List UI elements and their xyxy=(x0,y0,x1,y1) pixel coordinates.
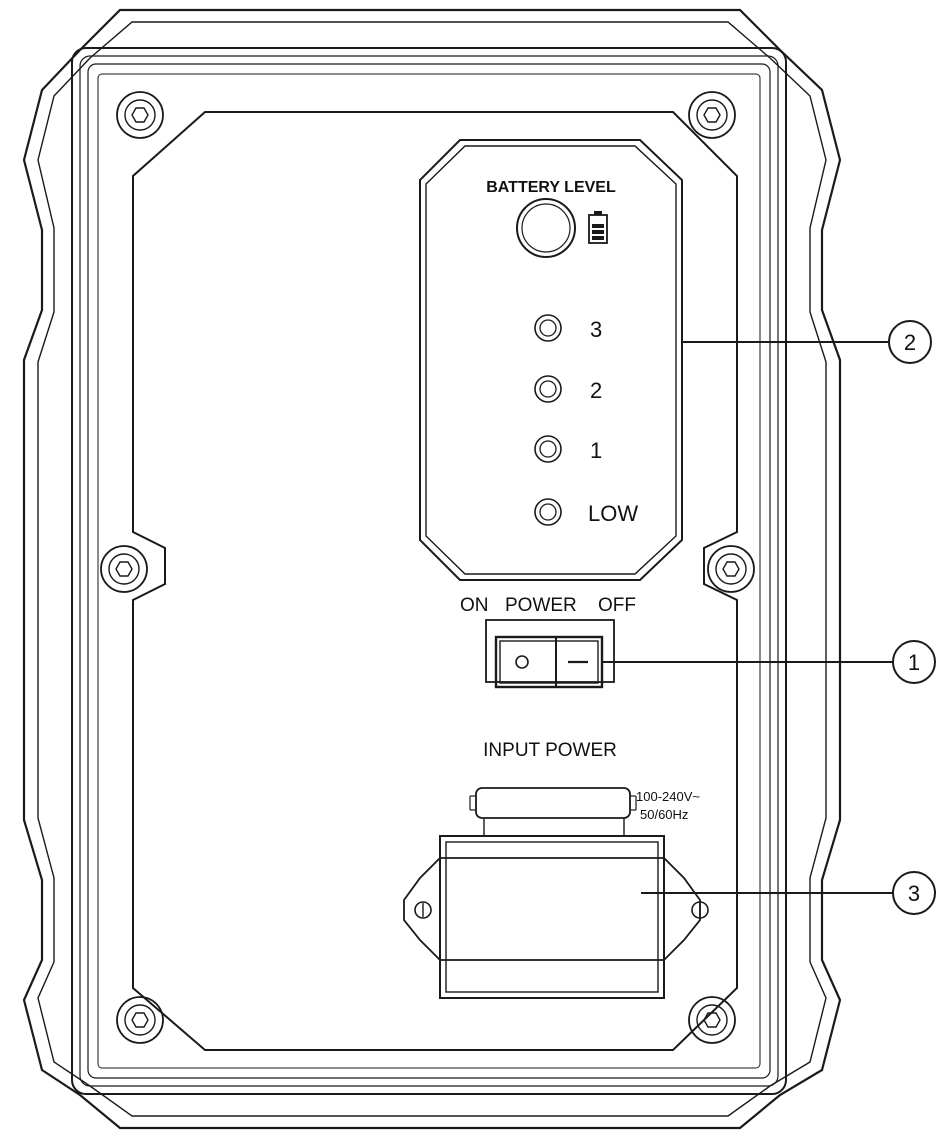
recessed-panel xyxy=(132,111,738,1051)
outer-housing xyxy=(22,8,842,1130)
screw-middle-right xyxy=(707,545,755,593)
led-label-3: 3 xyxy=(590,317,602,342)
battery-level-panel: BATTERY LEVEL 3 2 1 xyxy=(419,139,683,581)
power-off-label: OFF xyxy=(598,595,636,616)
power-switch-bezel xyxy=(485,619,615,683)
input-rating-frequency: 50/60Hz xyxy=(640,807,688,822)
socket-mounting-flange xyxy=(403,857,709,961)
input-power-title: INPUT POWER xyxy=(483,740,617,761)
led-level-2 xyxy=(534,375,562,403)
power-on-label: ON xyxy=(460,595,489,616)
input-rating-voltage: 100-240V~ xyxy=(636,789,700,804)
input-power-area: INPUT POWER 100-240V~ 50/60Hz xyxy=(403,740,709,999)
screw-bottom-right xyxy=(688,996,736,1044)
callout-3: 3 xyxy=(641,871,936,915)
screw-top-right xyxy=(688,91,736,139)
screw-middle-left xyxy=(100,545,148,593)
power-switch-area: ON POWER OFF xyxy=(460,595,636,689)
led-level-1 xyxy=(534,435,562,463)
callout-1: 1 xyxy=(602,640,936,684)
battery-check-button[interactable] xyxy=(516,198,576,258)
led-level-low xyxy=(534,498,562,526)
led-level-3 xyxy=(534,314,562,342)
battery-icon xyxy=(588,211,608,244)
callout-3-number: 3 xyxy=(908,881,920,906)
screw-bottom-left xyxy=(116,996,164,1044)
led-label-2: 2 xyxy=(590,378,602,403)
power-title: POWER xyxy=(505,595,577,616)
flange-screw-left-icon xyxy=(414,901,432,919)
led-label-1: 1 xyxy=(590,438,602,463)
callout-1-number: 1 xyxy=(908,650,920,675)
screw-top-left xyxy=(116,91,164,139)
battery-level-title: BATTERY LEVEL xyxy=(486,179,616,196)
switch-on-symbol-icon xyxy=(515,655,529,669)
power-switch[interactable] xyxy=(494,635,604,689)
input-power-socket[interactable] xyxy=(439,835,665,999)
led-label-low: LOW xyxy=(588,501,638,526)
flange-screw-right-icon xyxy=(691,901,709,919)
callout-2: 2 xyxy=(682,320,932,364)
callout-2-number: 2 xyxy=(904,330,916,355)
socket-hinge-cover xyxy=(469,787,637,836)
